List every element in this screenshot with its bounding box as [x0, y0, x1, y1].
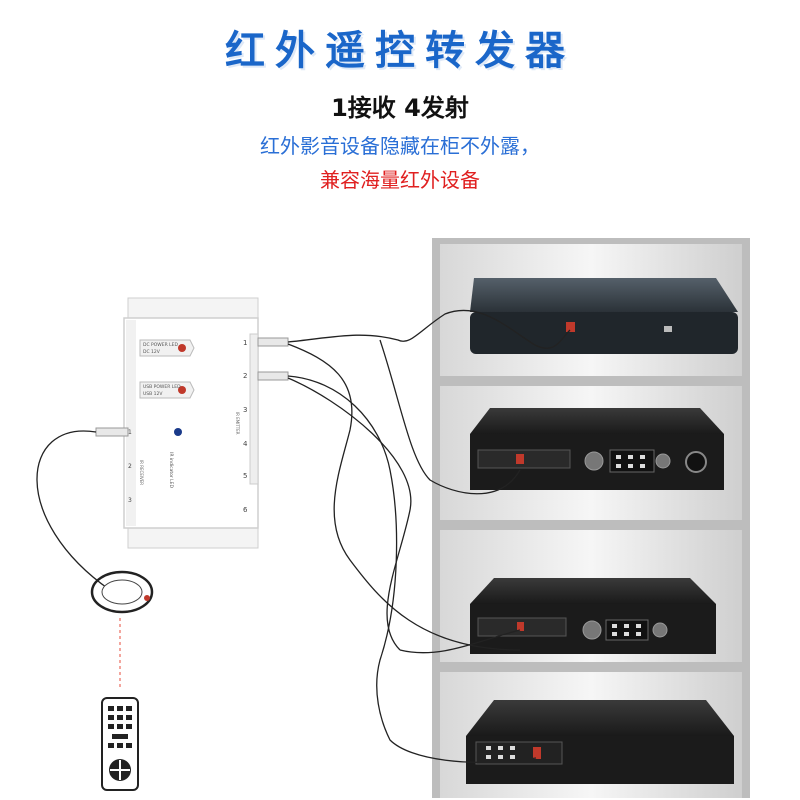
receiver-port-2: 2 [128, 463, 132, 470]
dc-power-label: DC POWER LED [143, 342, 178, 348]
emitter-label: IR EMITTER [235, 412, 240, 435]
port-number-5: 5 [243, 472, 247, 480]
av-device-2 [470, 408, 724, 490]
receiver-label: IR RECEIVER [139, 460, 144, 485]
ir-indicator-led [174, 428, 182, 436]
port-number-6: 6 [243, 506, 248, 514]
ir-cables [36, 309, 571, 763]
ir-receiver-icon [90, 570, 154, 614]
ir-led-label: IR indicator LED [168, 452, 174, 488]
tagline-red: 兼容海量红外设备 [320, 168, 480, 192]
page-title: 红外遥控转发器 [225, 28, 575, 74]
port-number-2: 2 [243, 372, 247, 380]
dc-voltage-label: DC 12V [143, 349, 161, 355]
ir-repeater-hub: DC POWER LED DC 12V USB POWER LED USB 12… [95, 297, 289, 549]
receiver-port-1: 1 [128, 429, 132, 436]
receiver-port-3: 3 [128, 497, 132, 504]
usb-power-label: USB POWER LED [143, 384, 181, 390]
port-number-3: 3 [243, 406, 247, 414]
port-number-4: 4 [243, 440, 248, 448]
usb-voltage-label: USB 12V [143, 391, 163, 397]
av-device-3 [470, 578, 716, 654]
port-number-1: 1 [243, 339, 247, 347]
av-device-4 [466, 700, 734, 784]
remote-control-icon [101, 697, 139, 791]
page-subtitle: 1接收 4发射 [331, 94, 469, 122]
tagline-blue: 红外影音设备隐藏在柜不外露， [260, 134, 540, 158]
av-device-1 [470, 278, 738, 354]
ir-window-1 [566, 322, 575, 332]
